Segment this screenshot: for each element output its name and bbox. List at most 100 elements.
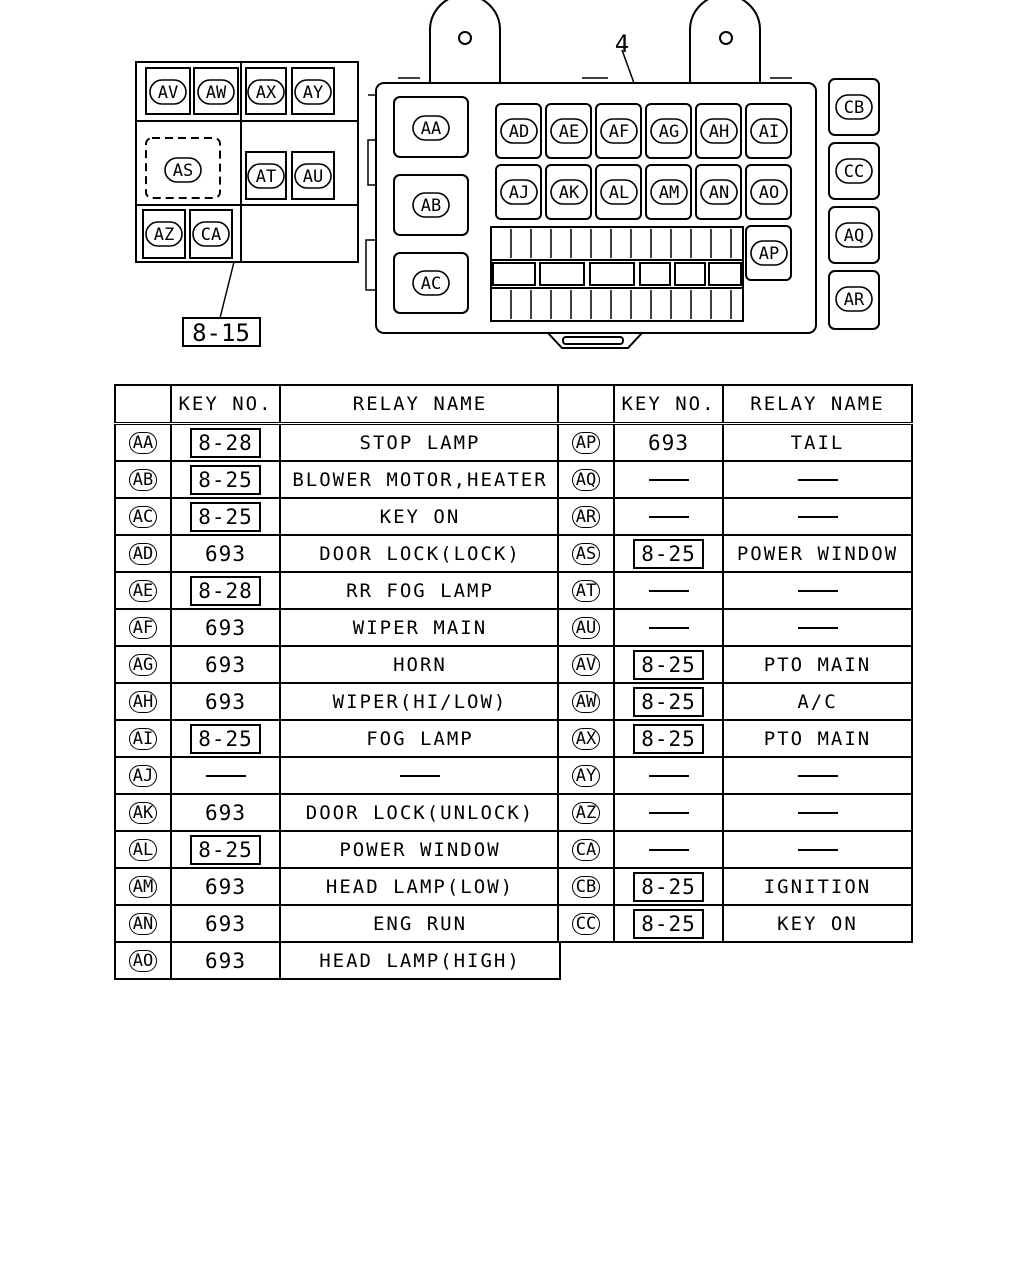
relay-code-badge: AH bbox=[128, 691, 158, 713]
relay-code-badge: AA bbox=[128, 432, 158, 454]
relay-an-label: AN bbox=[700, 179, 738, 205]
relay-name: POWER WINDOW bbox=[339, 838, 501, 861]
relay-ay-label: AY bbox=[294, 79, 332, 105]
relay-name: IGNITION bbox=[763, 875, 872, 898]
relay-name-header: RELAY NAME bbox=[279, 384, 561, 425]
key-no-boxed: 8-28 bbox=[190, 575, 261, 606]
svg-text:CC: CC bbox=[844, 162, 864, 182]
svg-text:AZ: AZ bbox=[154, 225, 174, 245]
relay-name: HORN bbox=[393, 653, 447, 676]
relay-name: RR FOG LAMP bbox=[346, 579, 494, 602]
svg-text:AV: AV bbox=[158, 83, 178, 103]
empty-dash bbox=[648, 479, 689, 481]
relay-code-badge: AV bbox=[571, 654, 601, 676]
key-no: 693 bbox=[205, 911, 246, 936]
relay-code-badge: AP bbox=[571, 432, 601, 454]
relay-aw-label: AW bbox=[197, 79, 235, 105]
key-no: 693 bbox=[205, 948, 246, 973]
key-no: 693 bbox=[205, 689, 246, 714]
key-no: 693 bbox=[205, 800, 246, 825]
relay-ak-label: AK bbox=[550, 179, 588, 205]
key-no-boxed: 8-28 bbox=[190, 427, 261, 458]
relay-ag-label: AG bbox=[650, 118, 688, 144]
empty-dash bbox=[205, 775, 246, 777]
relay-code-badge: CA bbox=[571, 839, 601, 861]
relay-code-badge: AS bbox=[571, 543, 601, 565]
relay-ah-label: AH bbox=[700, 118, 738, 144]
svg-text:AO: AO bbox=[759, 183, 779, 203]
relay-name: PTO MAIN bbox=[763, 653, 872, 676]
table-row: AB 8-25 BLOWER MOTOR,HEATER bbox=[114, 460, 561, 499]
key-no-boxed: 8-25 bbox=[633, 871, 704, 902]
key-no-boxed: 8-25 bbox=[190, 723, 261, 754]
relay-name: DOOR LOCK(LOCK) bbox=[319, 542, 521, 565]
relay-code-badge: AE bbox=[128, 580, 158, 602]
table-row: AR bbox=[557, 497, 913, 536]
empty-dash bbox=[648, 849, 689, 851]
relay-code-badge: AB bbox=[128, 469, 158, 491]
fuse-block bbox=[490, 226, 744, 322]
relay-code-badge: AX bbox=[571, 728, 601, 750]
empty-dash bbox=[797, 627, 838, 629]
svg-text:AK: AK bbox=[559, 183, 580, 203]
relay-code-badge: AC bbox=[128, 506, 158, 528]
empty-dash bbox=[648, 775, 689, 777]
svg-text:AJ: AJ bbox=[509, 183, 529, 203]
svg-text:AB: AB bbox=[421, 196, 441, 216]
main-callout: 4 bbox=[615, 30, 629, 58]
relay-name: WIPER MAIN bbox=[352, 616, 488, 639]
relay-ca-label: CA bbox=[192, 221, 230, 247]
relay-af-label: AF bbox=[600, 118, 638, 144]
relay-code-badge: CC bbox=[571, 913, 601, 935]
sub-callout-box bbox=[182, 317, 261, 347]
relay-ac-label: AC bbox=[412, 270, 450, 296]
relay-code-badge: AT bbox=[571, 580, 601, 602]
relay-code-badge: AG bbox=[128, 654, 158, 676]
relay-name: BLOWER MOTOR,HEATER bbox=[292, 468, 548, 491]
relay-av-label: AV bbox=[149, 79, 187, 105]
relay-code-badge: AF bbox=[128, 617, 158, 639]
relay-code-badge: AO bbox=[128, 950, 158, 972]
svg-text:AP: AP bbox=[759, 244, 779, 264]
key-no-boxed: 8-25 bbox=[190, 834, 261, 865]
svg-text:AD: AD bbox=[509, 122, 529, 142]
key-no: 693 bbox=[205, 652, 246, 677]
svg-text:AW: AW bbox=[206, 83, 227, 103]
table-row: AF 693 WIPER MAIN bbox=[114, 608, 561, 647]
table-row: AT bbox=[557, 571, 913, 610]
svg-text:AA: AA bbox=[421, 119, 441, 139]
relay-aq-label: AQ bbox=[835, 222, 873, 248]
relay-cb-label: CB bbox=[835, 94, 873, 120]
relay-ab-label: AB bbox=[412, 192, 450, 218]
relay-code-badge: AJ bbox=[128, 765, 158, 787]
relay-name: STOP LAMP bbox=[359, 431, 481, 454]
relay-am-label: AM bbox=[650, 179, 688, 205]
key-no-boxed: 8-25 bbox=[633, 908, 704, 939]
svg-text:AI: AI bbox=[759, 122, 779, 142]
relay-code-badge: AI bbox=[128, 728, 158, 750]
table-row: AZ bbox=[557, 793, 913, 832]
relay-code-badge: AL bbox=[128, 839, 158, 861]
key-no-header: KEY NO. bbox=[170, 384, 281, 425]
svg-text:CB: CB bbox=[844, 98, 864, 118]
svg-text:AT: AT bbox=[256, 167, 276, 187]
relay-name-header: RELAY NAME bbox=[722, 384, 913, 425]
key-no: 693 bbox=[205, 615, 246, 640]
relay-ap-label: AP bbox=[750, 240, 788, 266]
relay-as-label: AS bbox=[164, 157, 202, 183]
key-no-boxed: 8-25 bbox=[633, 538, 704, 569]
key-no: 693 bbox=[205, 541, 246, 566]
relay-name: PTO MAIN bbox=[763, 727, 872, 750]
key-no-boxed: 8-25 bbox=[190, 464, 261, 495]
key-no: 693 bbox=[648, 430, 689, 455]
empty-dash bbox=[797, 849, 838, 851]
